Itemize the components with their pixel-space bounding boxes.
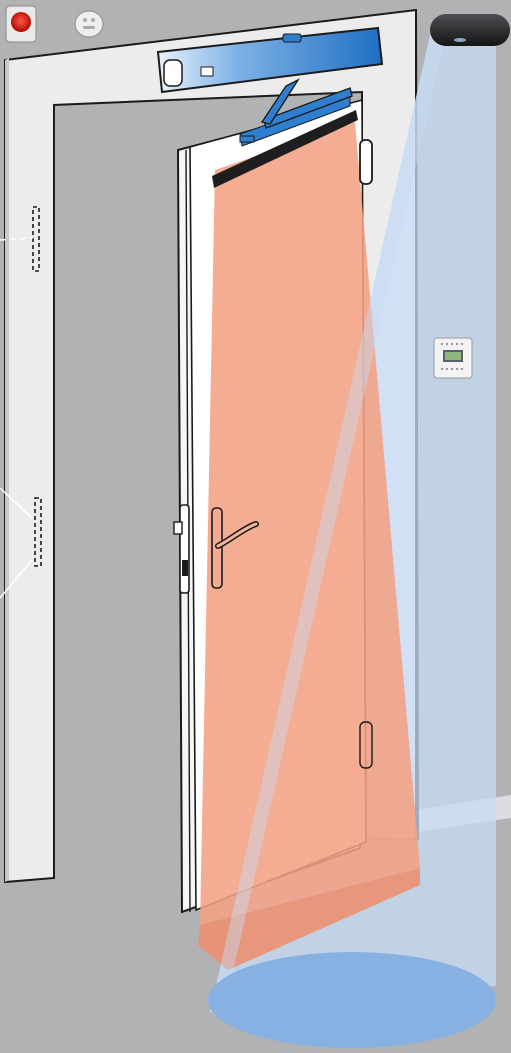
indicator-light-icon [5,5,37,43]
door-hinge-icon [359,139,373,769]
ceiling-sensor-icon [430,14,510,46]
door-handle-icon [173,504,259,594]
sliding-arm-icon [239,78,353,143]
wall-control-unit-icon [433,337,473,379]
floor-detection-zone [208,952,496,1048]
connection-lines [0,237,34,599]
presence-sensor-beam-overlay [210,35,445,1012]
smoke-detector-icon [74,10,104,38]
door-operator-icon [156,26,384,94]
active-infrared-field [198,122,420,970]
frame-contact-icon [32,206,42,567]
